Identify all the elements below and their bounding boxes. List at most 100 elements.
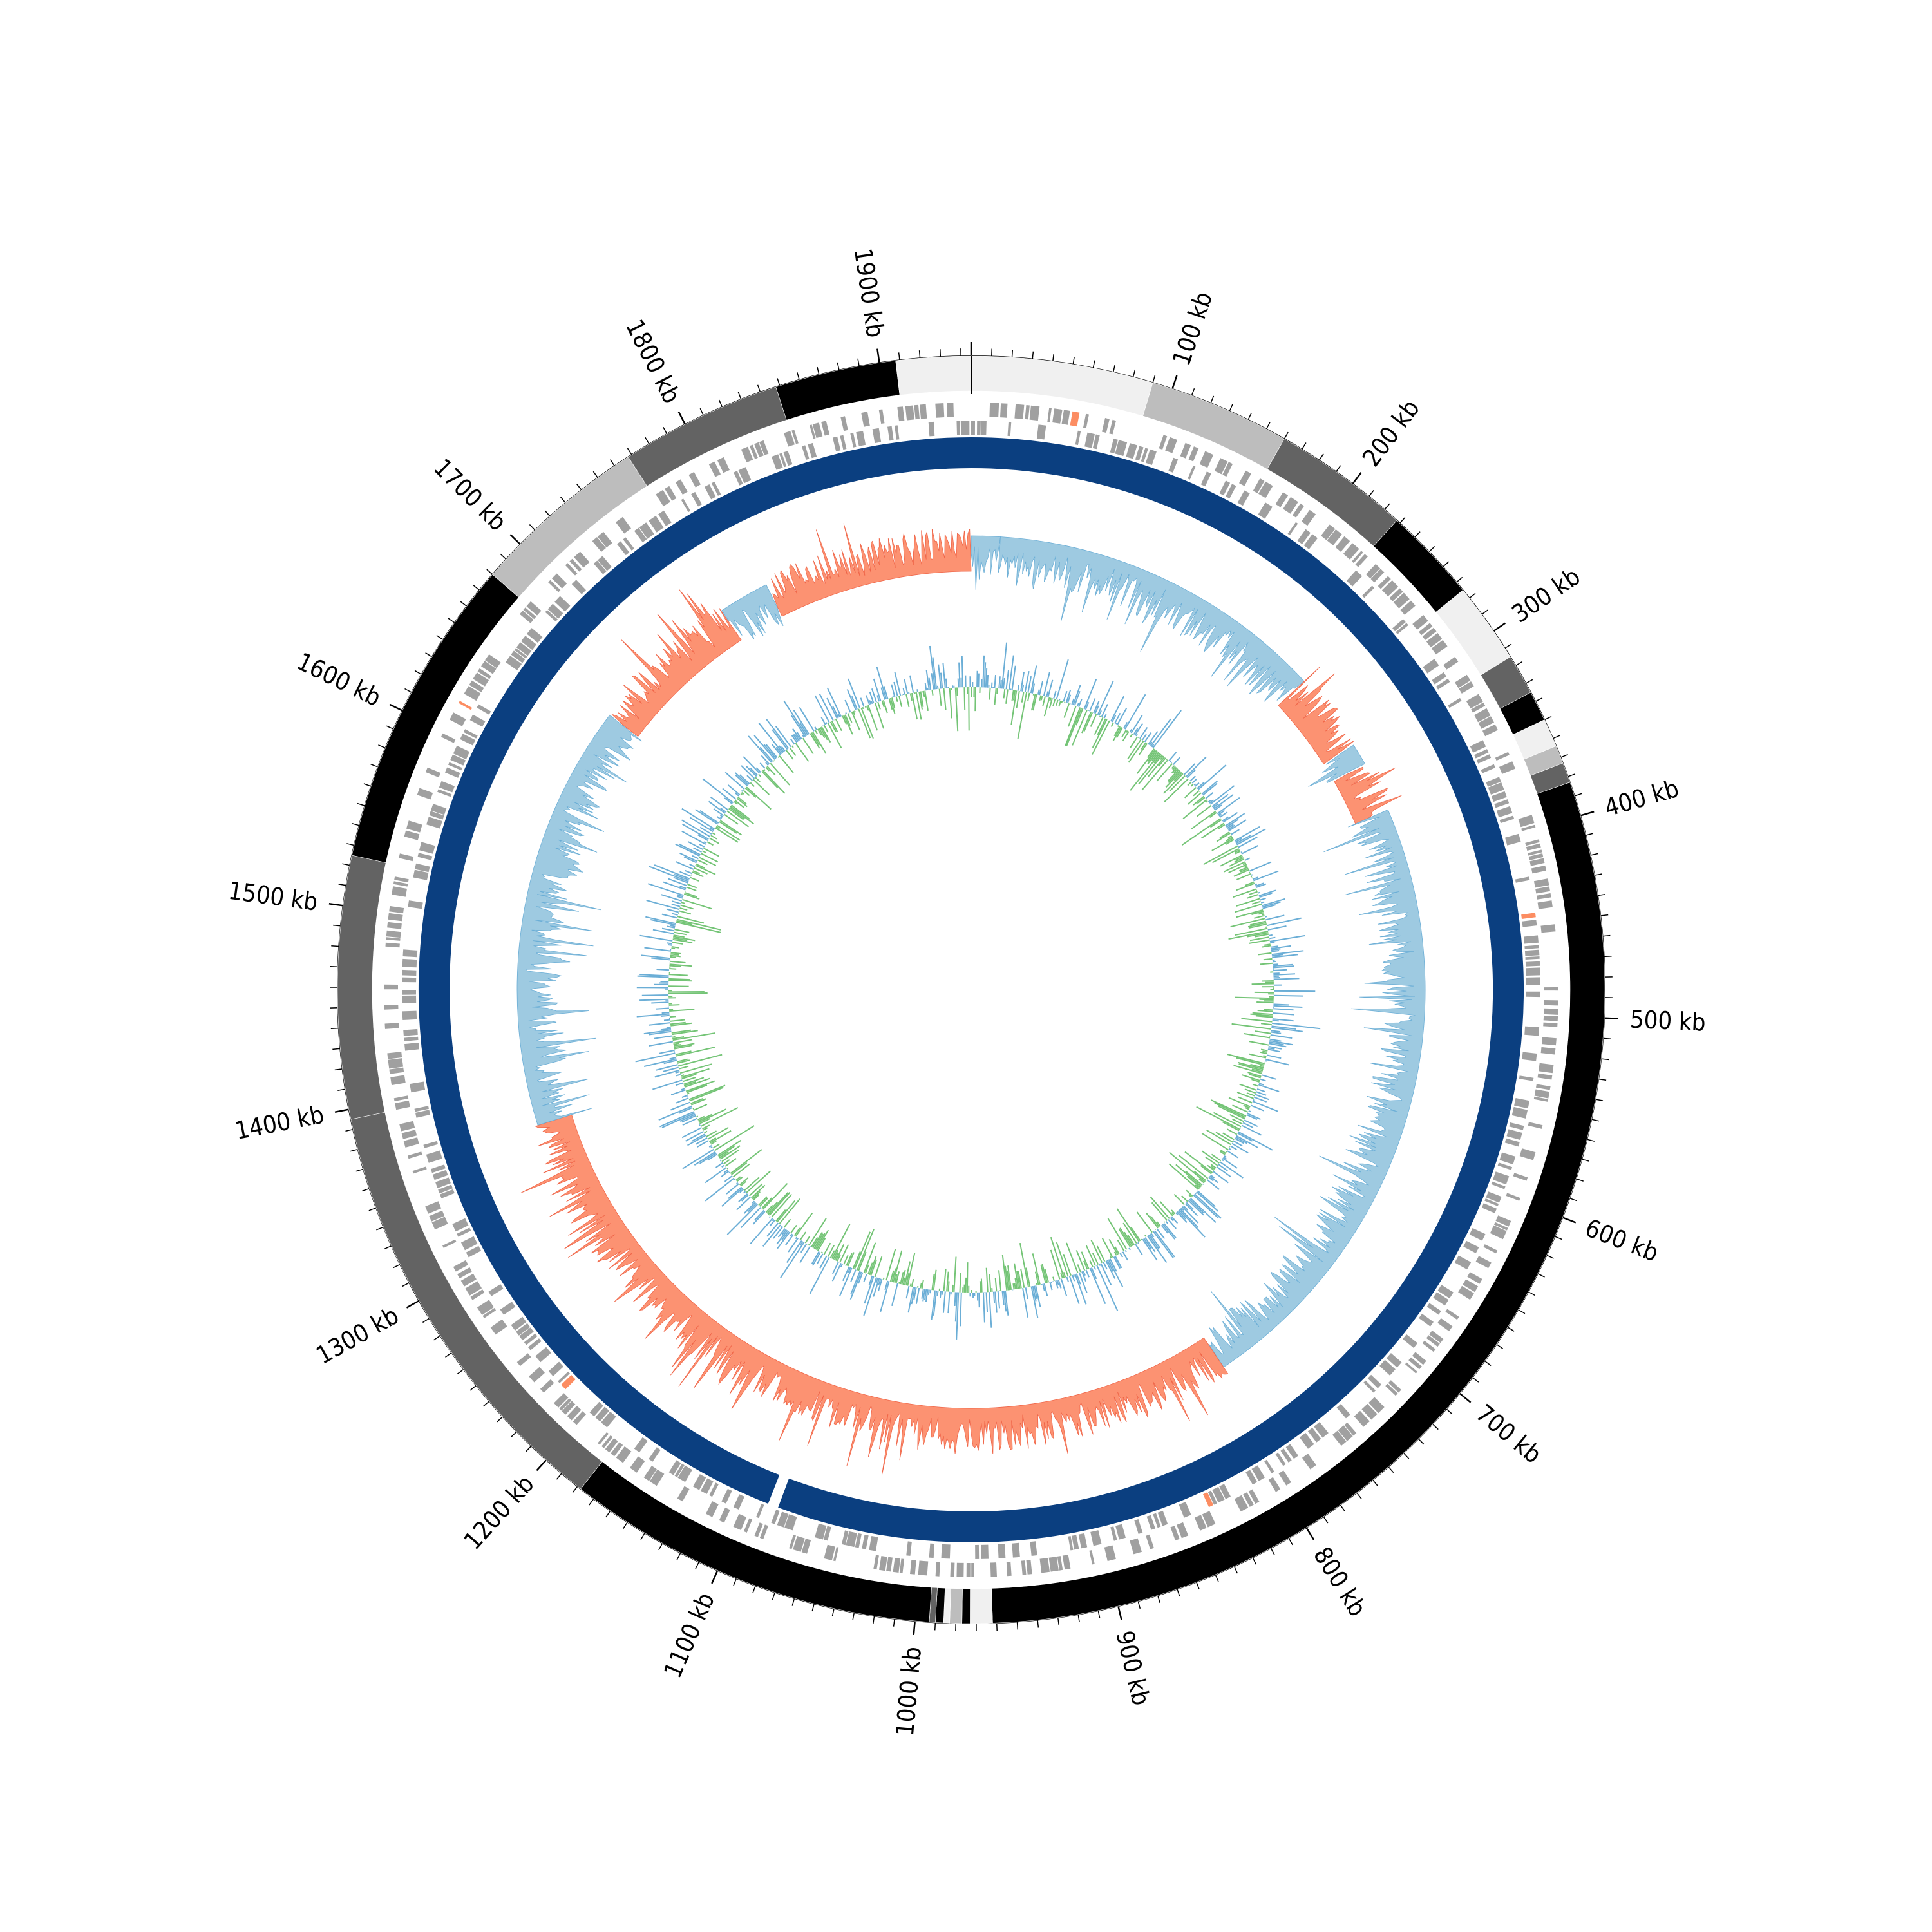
gene-feature	[403, 1137, 419, 1148]
minor-tick	[733, 1578, 737, 1586]
minor-tick	[1586, 833, 1594, 836]
gene-feature	[425, 767, 441, 778]
gene-feature	[453, 1260, 469, 1272]
gene-feature	[399, 1121, 415, 1132]
minor-tick	[1603, 1037, 1611, 1040]
minor-tick	[342, 863, 350, 866]
gene-feature	[719, 1507, 730, 1523]
gene-feature	[485, 654, 501, 668]
gene-feature	[1491, 1181, 1506, 1189]
gene-feature	[388, 913, 403, 922]
gene-feature	[1188, 446, 1199, 462]
minor-tick	[797, 372, 800, 381]
gene-feature	[1482, 724, 1498, 737]
gc-skew-region	[1308, 744, 1366, 787]
gene-feature	[419, 842, 435, 854]
gene-feature	[1332, 1430, 1347, 1446]
minor-tick	[1481, 609, 1488, 615]
gene-feature	[453, 745, 470, 760]
gene-feature	[574, 551, 590, 568]
minor-tick	[363, 783, 372, 787]
gene-feature	[558, 1371, 570, 1383]
gene-feature	[402, 969, 417, 976]
kb-tick-label: 700 kb	[1470, 1399, 1547, 1469]
gene-feature	[846, 1531, 857, 1548]
gene-feature	[561, 1375, 576, 1390]
gene-feature	[1534, 1089, 1550, 1099]
minor-tick	[422, 1318, 430, 1323]
gene-feature	[385, 942, 400, 948]
gc-skew-region	[971, 535, 1001, 590]
gene-feature	[1047, 408, 1052, 422]
contig-ring	[337, 355, 1605, 1624]
minor-tick	[370, 763, 379, 768]
minor-tick	[1247, 412, 1252, 421]
gene-feature	[840, 435, 847, 450]
gene-feature	[1275, 1452, 1286, 1466]
minor-tick	[1555, 1236, 1562, 1240]
gene-feature	[677, 1486, 690, 1502]
gene-feature	[426, 817, 442, 829]
gene-feature	[1219, 480, 1231, 496]
minor-tick	[448, 618, 455, 623]
gene-feature	[759, 1524, 768, 1539]
gene-feature	[1408, 1357, 1422, 1370]
kb-tick-label: 1500 kb	[227, 876, 319, 916]
gene-feature	[971, 420, 975, 435]
gene-feature	[1030, 1541, 1037, 1556]
gene-feature	[861, 412, 870, 427]
gene-feature	[1403, 1334, 1418, 1349]
gene-feature	[1539, 1063, 1554, 1074]
minor-tick	[1356, 1492, 1362, 1499]
minor-tick	[345, 1128, 354, 1132]
gene-feature	[1029, 405, 1040, 421]
gene-feature	[511, 650, 526, 663]
minor-tick	[1336, 465, 1341, 473]
minor-tick	[645, 437, 650, 444]
gene-feature	[1515, 876, 1530, 883]
gene-feature	[1448, 697, 1462, 708]
gene-feature	[1188, 466, 1196, 480]
gene-feature	[403, 1028, 418, 1036]
minor-tick	[1443, 561, 1450, 567]
gene-feature	[1251, 1465, 1265, 1481]
minor-tick	[334, 1068, 343, 1071]
gene-feature	[521, 636, 536, 650]
minor-tick	[384, 1245, 392, 1250]
gc-skew-region	[771, 523, 972, 617]
minor-tick	[1537, 1273, 1545, 1278]
gene-feature	[1362, 585, 1374, 598]
gene-feature	[605, 1438, 618, 1453]
gene-feature	[1386, 1353, 1402, 1368]
gene-feature	[1219, 1484, 1231, 1499]
major-tick	[1171, 375, 1178, 390]
gene-feature	[477, 1300, 494, 1315]
gene-feature	[639, 522, 654, 539]
minor-tick	[1575, 1178, 1584, 1182]
gene-feature	[442, 1239, 457, 1248]
gene-feature	[1104, 1545, 1116, 1562]
gene-feature	[477, 668, 492, 679]
gene-feature	[1203, 1492, 1214, 1508]
gene-feature	[469, 680, 484, 692]
gene-feature	[404, 1043, 419, 1051]
gene-feature	[1433, 1292, 1449, 1306]
gene-feature	[562, 1401, 576, 1415]
gene-feature	[519, 1327, 534, 1341]
gene-feature	[887, 426, 894, 441]
gene-feature	[1496, 806, 1513, 818]
minor-tick	[1318, 453, 1324, 461]
gene-feature	[429, 1210, 445, 1222]
minor-tick	[1388, 1466, 1394, 1473]
gene-feature	[1234, 1495, 1249, 1512]
kb-tick-label: 500 kb	[1629, 1005, 1706, 1037]
gene-feature	[514, 648, 527, 659]
minor-tick	[1301, 442, 1307, 450]
minor-tick	[1057, 1617, 1060, 1625]
gene-feature	[850, 433, 857, 448]
minor-tick	[676, 1553, 681, 1560]
gene-feature	[482, 1308, 497, 1318]
minor-tick	[1594, 873, 1602, 876]
gene-feature	[1285, 1444, 1298, 1459]
gene-feature	[1275, 492, 1289, 507]
